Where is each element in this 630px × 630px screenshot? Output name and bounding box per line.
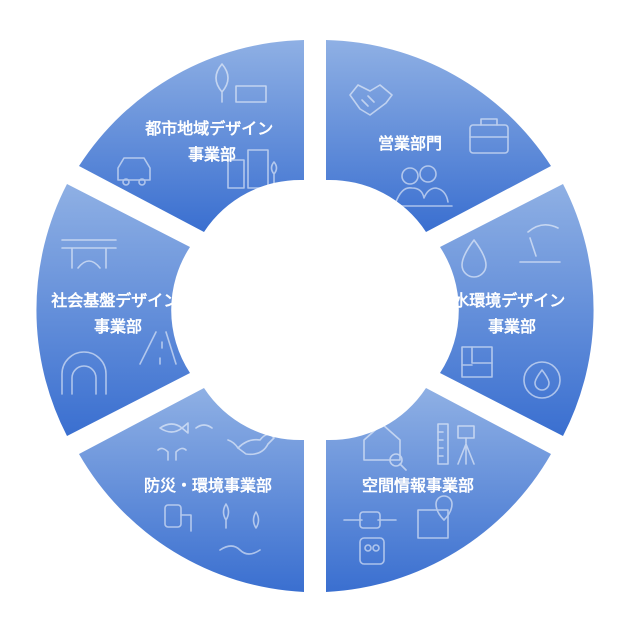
water-drop-icon [461, 239, 487, 278]
meeting-people-icon [391, 165, 453, 207]
segment-disaster[interactable]: 防災・環境事業部 [79, 388, 304, 592]
segment-sales[interactable]: 営業部門 [326, 40, 551, 232]
segment-infra-label: 社会基盤デザイン 事業部 [50, 291, 185, 336]
segment-water[interactable]: 水環境デザイン 事業部 [440, 184, 594, 436]
segment-disaster-shape [79, 388, 304, 592]
city-buildings-icon [227, 149, 278, 189]
ruler-icon [437, 423, 449, 465]
segment-sales-shape [326, 40, 551, 232]
drain-pipe-icon [519, 224, 561, 263]
tree-building-icon [215, 63, 267, 103]
segment-spatial-shape [326, 388, 551, 592]
segment-spatial-label: 空間情報事業部 [362, 476, 474, 495]
tunnel-icon [61, 351, 107, 395]
car-icon [117, 157, 151, 186]
segment-spatial[interactable]: 空間情報事業部 [326, 388, 551, 592]
handshake-icon [349, 84, 393, 116]
segment-urban[interactable]: 都市地域デザイン 事業部 [79, 40, 304, 232]
floor-plan-icon [461, 346, 493, 378]
monitoring-station-icon [164, 504, 192, 532]
bridge-icon [61, 239, 117, 269]
segment-infra-shape [36, 184, 190, 436]
segment-disaster-label: 防災・環境事業部 [144, 476, 272, 495]
segment-infra[interactable]: 社会基盤デザイン 事業部 [36, 184, 190, 436]
segment-urban-label: 都市地域デザイン 事業部 [144, 119, 279, 164]
house-search-icon [363, 423, 407, 471]
robot-sensor-icon [359, 537, 385, 565]
plant-sprout-icon [157, 447, 187, 461]
map-pin-icon [417, 495, 453, 539]
road-icon [139, 331, 177, 365]
segment-water-shape [440, 184, 594, 436]
briefcase-icon [469, 118, 509, 154]
fish-icon [159, 422, 213, 434]
surveying-instrument-icon [457, 425, 475, 465]
bird-icon [227, 433, 275, 456]
water-cycle-icon [523, 361, 561, 399]
trees-river-icon [219, 503, 261, 555]
drone-icon [343, 511, 397, 529]
segment-water-label: 水環境デザイン 事業部 [453, 291, 571, 336]
segment-sales-label: 営業部門 [378, 134, 442, 153]
